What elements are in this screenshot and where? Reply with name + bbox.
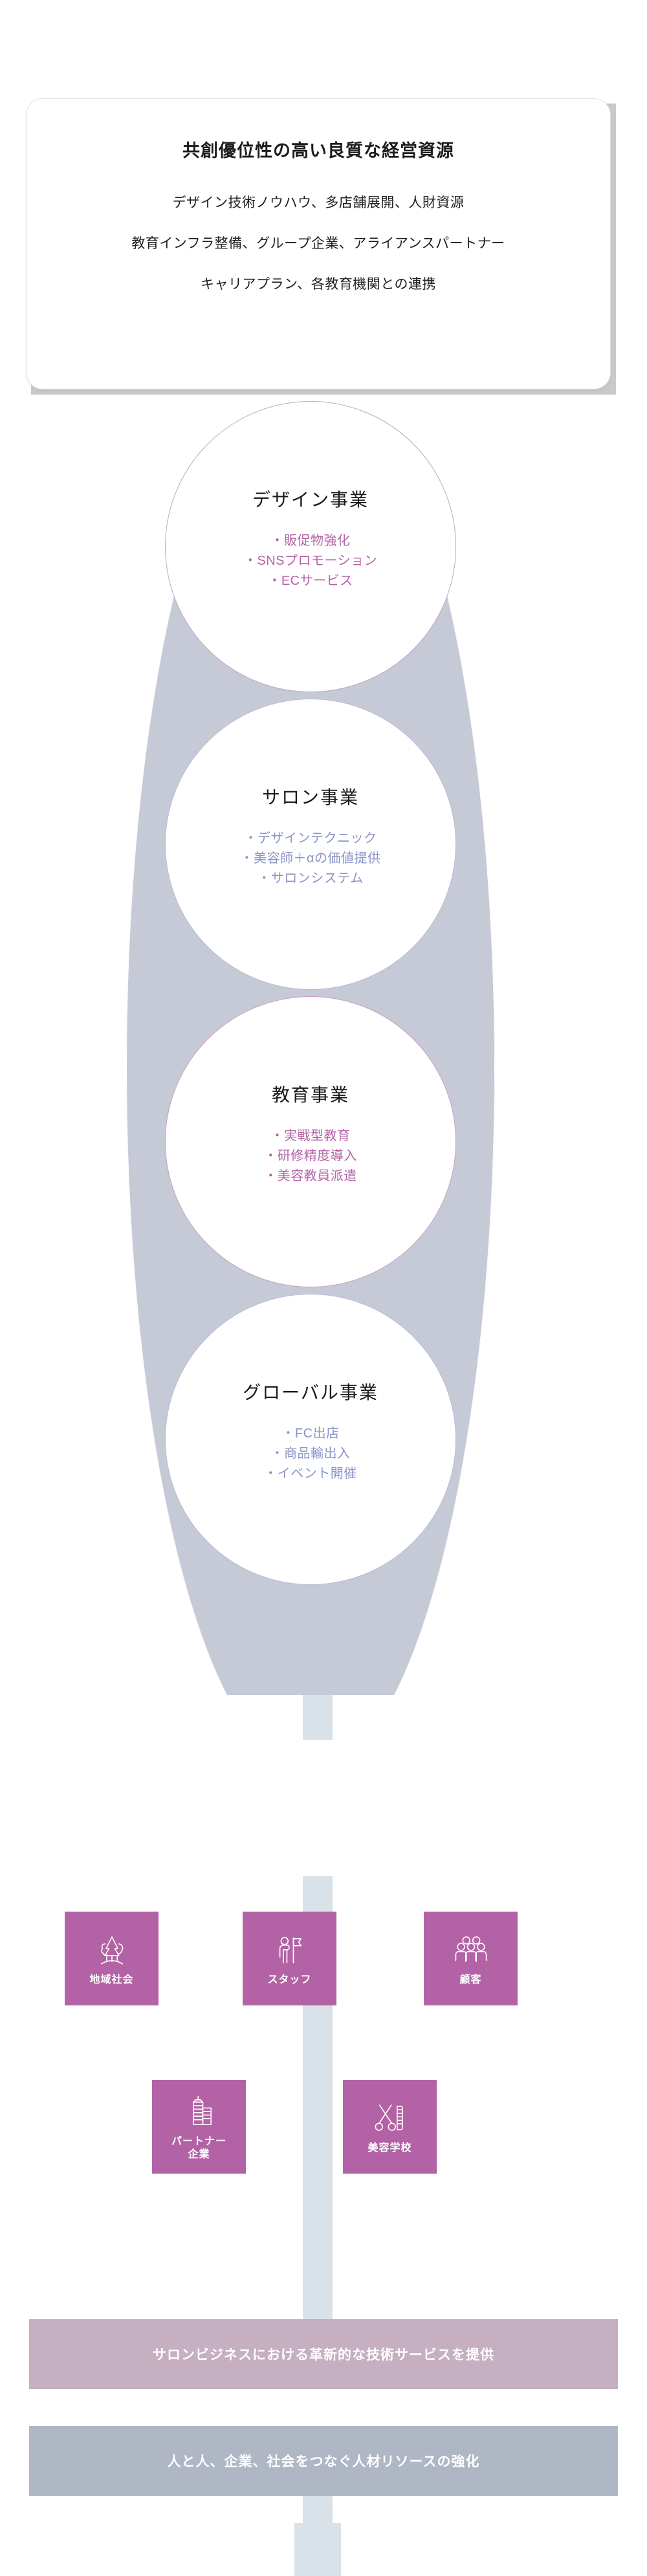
business-item: ・美容教員派遣: [264, 1169, 357, 1183]
person-with-flag-icon: [271, 1931, 309, 1969]
business-items-global: ・FC出店 ・商品輸出入 ・イベント開催: [166, 1424, 455, 1484]
stakeholder-tile-label: 顧客: [459, 1974, 482, 1985]
business-circle-global: グローバル事業 ・FC出店 ・商品輸出入 ・イベント開催: [165, 1294, 456, 1585]
stakeholder-tile-customer[interactable]: 顧客: [424, 1912, 518, 2005]
header-card-line-2: 教育インフラ整備、グループ企業、アライアンスパートナー: [131, 236, 505, 251]
trees-park-icon: [93, 1931, 131, 1969]
business-items-design: ・販促物強化 ・SNSプロモーション ・ECサービス: [166, 531, 455, 591]
business-item: ・FC出店: [281, 1426, 340, 1441]
business-item: ・デザインテクニック: [244, 831, 377, 846]
banner-hr-statement: 人と人、企業、社会をつなぐ人材リソースの強化: [29, 2426, 618, 2496]
stakeholder-tile-partner-company[interactable]: パートナー 企業: [152, 2080, 246, 2174]
stakeholder-tile-staff[interactable]: スタッフ: [243, 1912, 336, 2005]
business-title-salon: サロン事業: [261, 787, 359, 807]
business-circle-salon: サロン事業 ・デザインテクニック ・美容師＋αの価値提供 ・サロンシステム: [165, 699, 456, 990]
stakeholder-tile-label: パートナー 企業: [171, 2135, 226, 2161]
business-item: ・商品輸出入: [270, 1446, 351, 1461]
banner-text: サロンビジネスにおける革新的な技術サービスを提供: [153, 2348, 494, 2363]
business-item: ・サロンシステム: [258, 871, 364, 886]
group-of-people-icon: [452, 1931, 490, 1969]
stakeholder-tile-beauty-school[interactable]: 美容学校: [343, 2080, 437, 2174]
business-title-global: グローバル事業: [243, 1382, 378, 1403]
scissors-comb-icon: [371, 2099, 409, 2137]
business-item: ・販促物強化: [270, 534, 351, 548]
business-title-education: 教育事業: [271, 1085, 349, 1105]
lens-hairline: [126, 440, 495, 1695]
business-item: ・イベント開催: [264, 1467, 357, 1481]
stakeholder-tile-label-line-2: 企業: [188, 2148, 210, 2160]
business-item: ・実戦型教育: [270, 1129, 351, 1143]
header-card-line-1: デザイン技術ノウハウ、多店舗展開、人財資源: [172, 195, 465, 210]
banner-service-statement: サロンビジネスにおける革新的な技術サービスを提供: [29, 2319, 618, 2389]
business-items-education: ・実戦型教育 ・研修精度導入 ・美容教員派遣: [166, 1126, 455, 1186]
business-circle-design: デザイン事業 ・販促物強化 ・SNSプロモーション ・ECサービス: [165, 401, 456, 692]
stakeholder-tile-label: 地域社会: [89, 1974, 134, 1985]
business-circle-education: 教育事業 ・実戦型教育 ・研修精度導入 ・美容教員派遣: [165, 996, 456, 1287]
banner-text: 人と人、企業、社会をつなぐ人材リソースの強化: [167, 2454, 480, 2469]
stakeholder-tile-community[interactable]: 地域社会: [65, 1912, 159, 2005]
stakeholder-tile-label: 美容学校: [367, 2142, 412, 2154]
stakeholder-tile-label-line-1: パートナー: [171, 2135, 226, 2147]
business-item: ・研修精度導入: [264, 1149, 357, 1163]
business-item: ・ECサービス: [268, 574, 353, 588]
header-card: 共創優位性の高い良質な経営資源 デザイン技術ノウハウ、多店舗展開、人財資源 教育…: [26, 98, 611, 389]
business-items-salon: ・デザインテクニック ・美容師＋αの価値提供 ・サロンシステム: [166, 829, 455, 889]
header-card-title: 共創優位性の高い良質な経営資源: [182, 141, 454, 160]
stakeholder-tile-label: スタッフ: [267, 1974, 312, 1985]
business-title-design: デザイン事業: [252, 490, 369, 510]
header-card-line-3: キャリアプラン、各教育機関との連携: [200, 277, 437, 292]
business-item: ・美容師＋αの価値提供: [240, 851, 381, 866]
connector-stripe-top: [303, 1695, 333, 1740]
connector-stripe-foot: [294, 2523, 341, 2576]
business-item: ・SNSプロモーション: [243, 554, 378, 568]
office-buildings-icon: [181, 2093, 218, 2130]
header-card-body: デザイン技術ノウハウ、多店舗展開、人財資源 教育インフラ整備、グループ企業、アラ…: [27, 196, 610, 318]
